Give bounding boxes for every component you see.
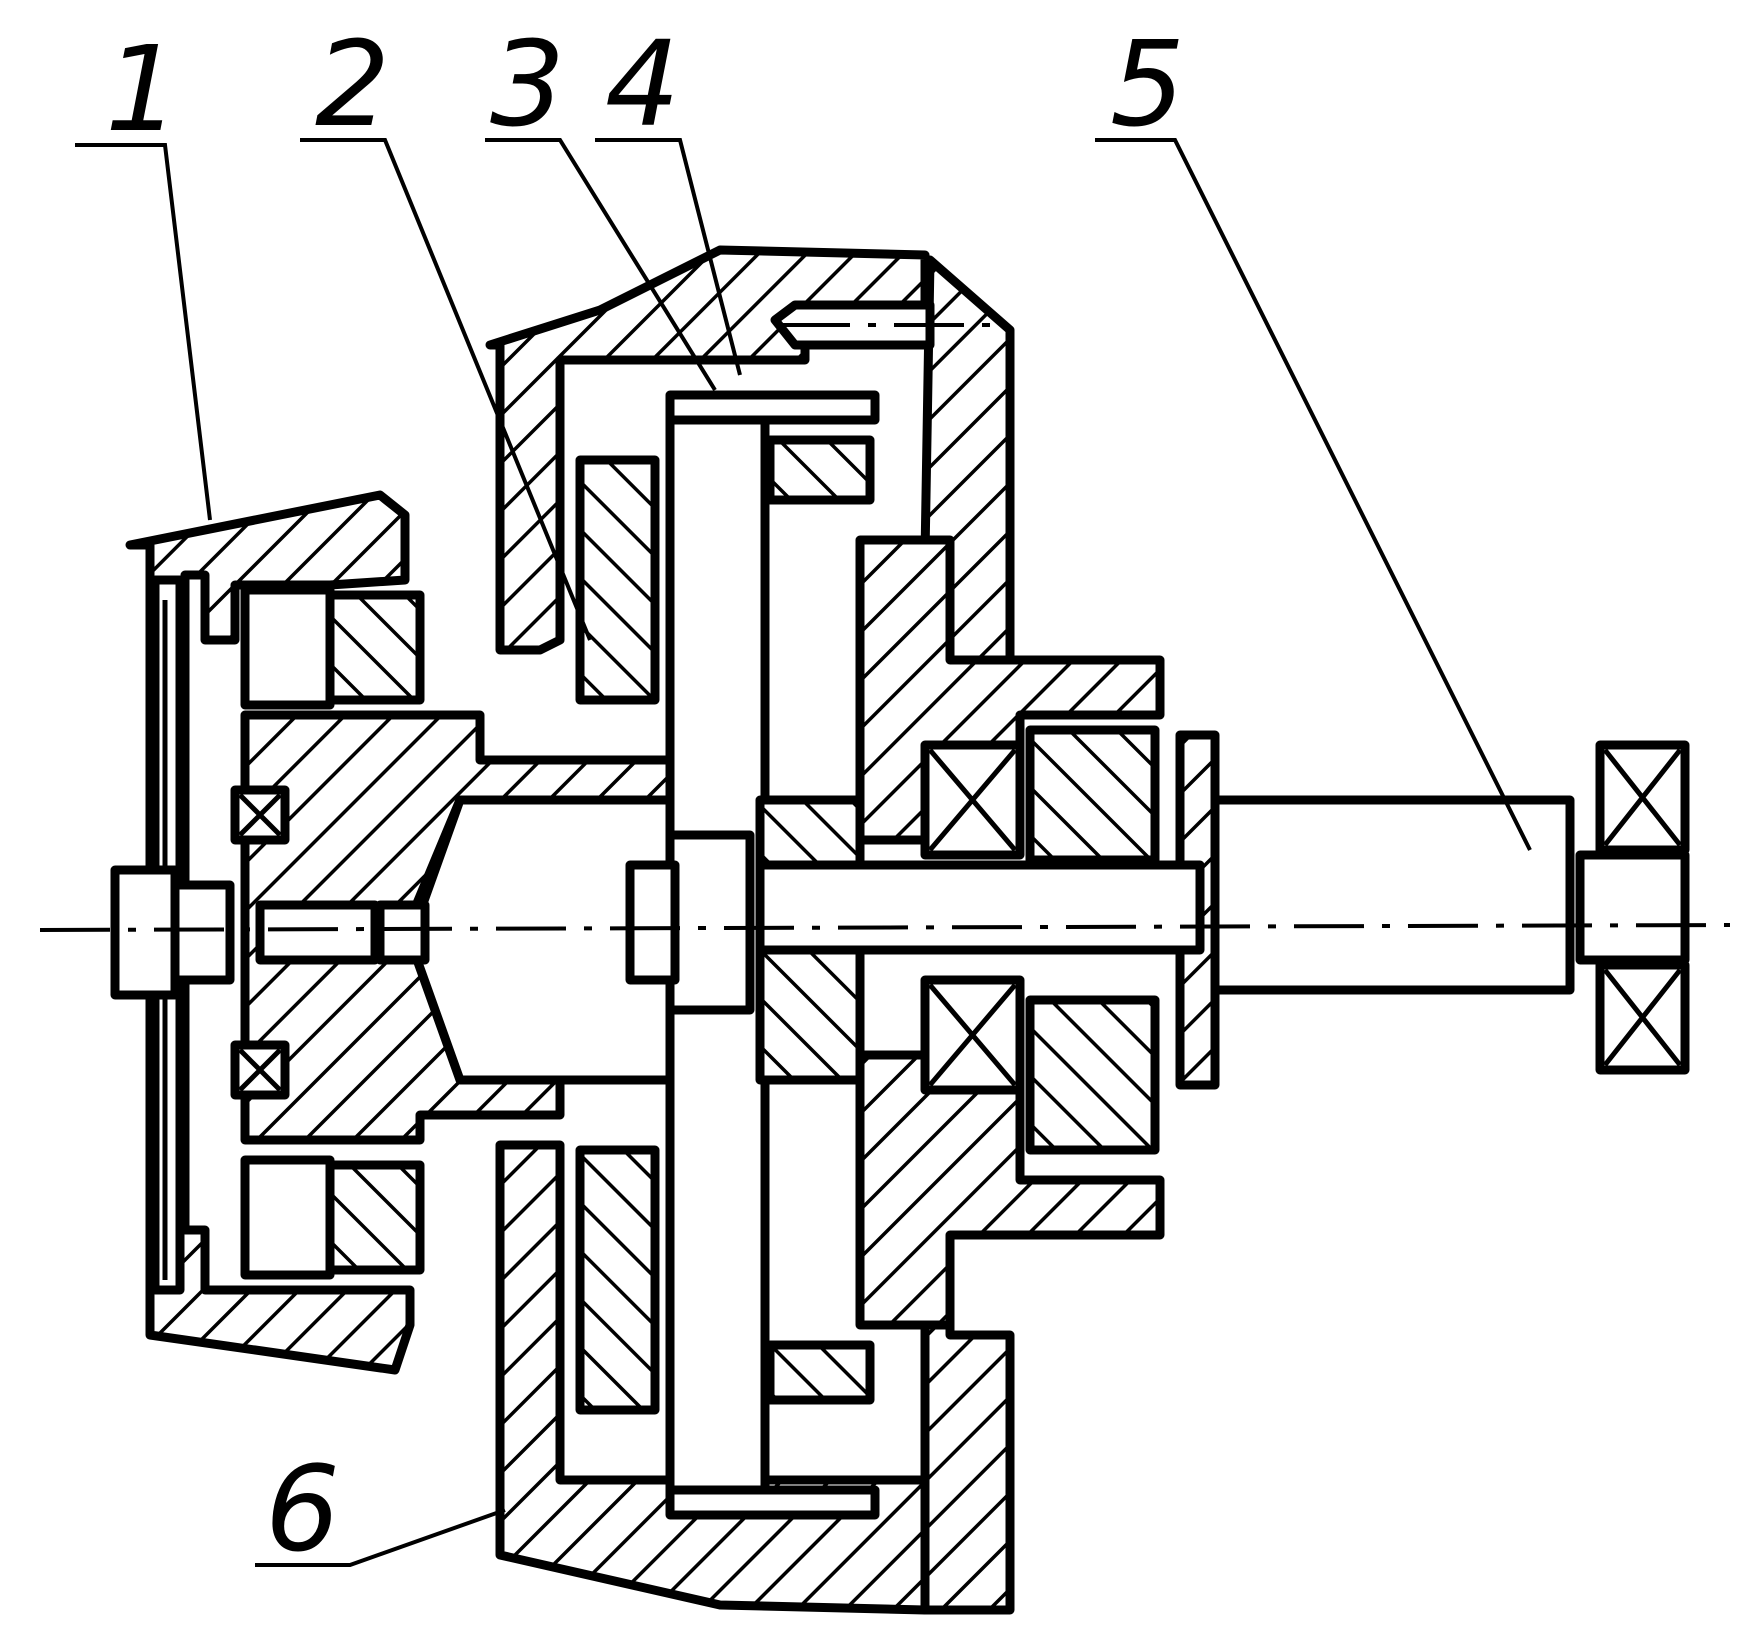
left-ring [240,585,425,1280]
label-2: 2 [315,15,390,153]
hub-body [240,710,690,1145]
center-bolt [110,785,430,1100]
middle-housing [485,245,1015,1615]
label-3: 3 [490,15,565,153]
part-labels: 1 2 3 4 5 6 [105,15,1185,1578]
main-shaft [625,795,1575,1015]
label-1: 1 [105,20,180,158]
leader-lines [75,138,1532,1567]
end-bearing [1575,740,1690,1075]
label-6: 6 [265,1440,340,1578]
label-5: 5 [1110,15,1185,153]
center-axis-line [39,923,1731,932]
label-4: 4 [605,15,680,153]
